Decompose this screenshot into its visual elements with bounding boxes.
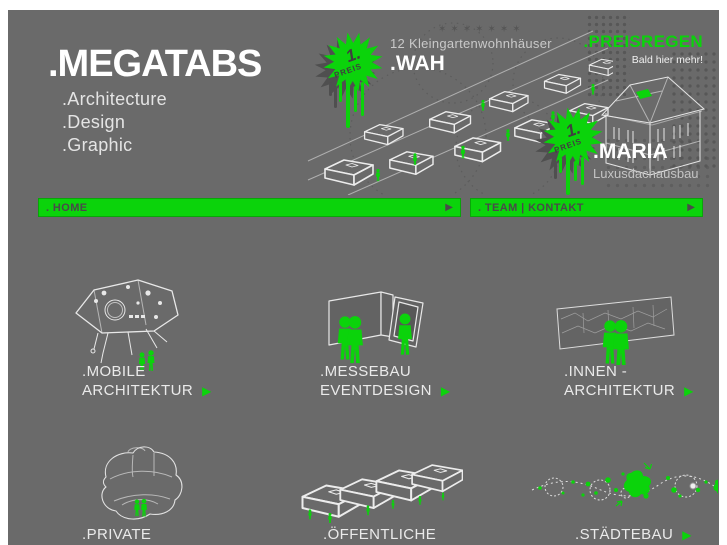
project-caption: .ÖFFENTLICHE BAUTEN: [323, 525, 436, 545]
award-badge-maria: 1. PREIS: [530, 101, 609, 195]
project-title-line2: ARCHITEKTUR▶: [82, 382, 212, 399]
maria-title: .MARIA: [593, 140, 668, 163]
arrow-right-icon: ▶: [684, 384, 694, 398]
project-title-line1: .ÖFFENTLICHE: [323, 526, 437, 543]
project-cell-private-bauten[interactable]: .PRIVATE BAUTEN: [38, 425, 265, 545]
mobile-architektur-illustration: [75, 279, 179, 371]
discipline-list: .Architecture .Design .Graphic: [62, 88, 261, 157]
content-area: .MEGATABS .Architecture .Design .Graphic: [8, 10, 719, 545]
project-teaser-maria[interactable]: .MARIA Luxusdachausbau: [593, 140, 699, 181]
project-cell-oeffentliche-bauten[interactable]: .ÖFFENTLICHE BAUTEN: [283, 425, 510, 545]
arrow-right-icon: ▶: [687, 202, 695, 213]
project-title-line1: .PRIVATE: [82, 526, 152, 543]
project-caption: .STÄDTEBAU▶: [575, 525, 692, 545]
badge-rank-text: 1.: [343, 43, 363, 66]
project-title-line1: .STÄDTEBAU▶: [575, 526, 692, 543]
wah-title: .WAH: [390, 52, 445, 75]
stars-decoration: ✶✶✶✶✶✶✶: [438, 24, 525, 35]
badge-rank-text: 1.: [563, 118, 583, 141]
nav-home[interactable]: . HOME ▶: [38, 198, 461, 217]
maria-subtitle: Luxusdachausbau: [593, 166, 699, 181]
nav-team-kontakt[interactable]: . TEAM | KONTAKT ▶: [470, 198, 703, 217]
site-logo[interactable]: .MEGATABS: [48, 43, 262, 85]
hero-collage: ✶✶✶✶✶✶✶ 1. PREIS 12 Kleingartenwohnhäuse…: [8, 10, 719, 202]
discipline-architecture: .Architecture: [62, 89, 167, 109]
project-title-line2: EVENTDESIGN▶: [320, 382, 451, 399]
maria-house-illustration: [600, 76, 706, 176]
discipline-graphic: .Graphic: [62, 135, 133, 155]
nav-home-label: . HOME: [46, 201, 88, 214]
arrow-right-icon: ▶: [445, 202, 453, 213]
innen-architektur-illustration: [556, 296, 675, 365]
project-caption: .INNEN - ARCHITEKTUR▶: [564, 362, 694, 401]
messebau-illustration: [328, 291, 424, 364]
project-cell-messebau-eventdesign[interactable]: .MESSEBAU EVENTDESIGN▶: [283, 255, 510, 415]
wah-houses-illustration: [307, 22, 613, 195]
private-bauten-illustration: [101, 446, 183, 520]
project-caption: .MESSEBAU EVENTDESIGN▶: [320, 362, 451, 401]
arrow-right-icon: ▶: [682, 528, 692, 542]
arrow-right-icon: ▶: [202, 384, 212, 398]
wah-subtitle: 12 Kleingartenwohnhäuser: [390, 36, 552, 51]
project-title-line1: .INNEN -: [564, 363, 628, 380]
preisregen-teaser[interactable]: .PREISREGEN Bald hier mehr!: [584, 32, 704, 66]
oeffentliche-bauten-illustration: [301, 464, 463, 523]
brand-block[interactable]: .MEGATABS .Architecture .Design .Graphic: [48, 43, 262, 157]
project-caption: .MOBILE ARCHITEKTUR▶: [82, 362, 212, 401]
staedtebau-illustration: [531, 462, 718, 507]
project-caption: .PRIVATE BAUTEN: [82, 525, 151, 545]
project-teaser-wah[interactable]: 12 Kleingartenwohnhäuser .WAH: [390, 36, 552, 76]
discipline-design: .Design: [62, 112, 126, 132]
award-badge-wah: 1. PREIS: [310, 26, 389, 128]
preisregen-title: .PREISREGEN: [583, 32, 703, 51]
project-title-line2: ARCHITEKTUR▶: [564, 382, 694, 399]
arrow-right-icon: ▶: [440, 384, 451, 398]
project-title-line1: .MESSEBAU: [320, 363, 412, 380]
project-cell-innen-architektur[interactable]: .INNEN - ARCHITEKTUR▶: [528, 255, 719, 415]
project-cell-mobile-architektur[interactable]: .MOBILE ARCHITEKTUR▶: [38, 255, 265, 415]
project-title-line1: .MOBILE: [82, 363, 146, 380]
halftone-dots-pattern: [604, 136, 712, 188]
green-roof-window: [636, 89, 652, 99]
project-cell-staedtebau[interactable]: .STÄDTEBAU▶: [528, 425, 719, 545]
nav-team-kontakt-label: . TEAM | KONTAKT: [478, 201, 584, 214]
preisregen-subtitle: Bald hier mehr!: [631, 54, 703, 66]
